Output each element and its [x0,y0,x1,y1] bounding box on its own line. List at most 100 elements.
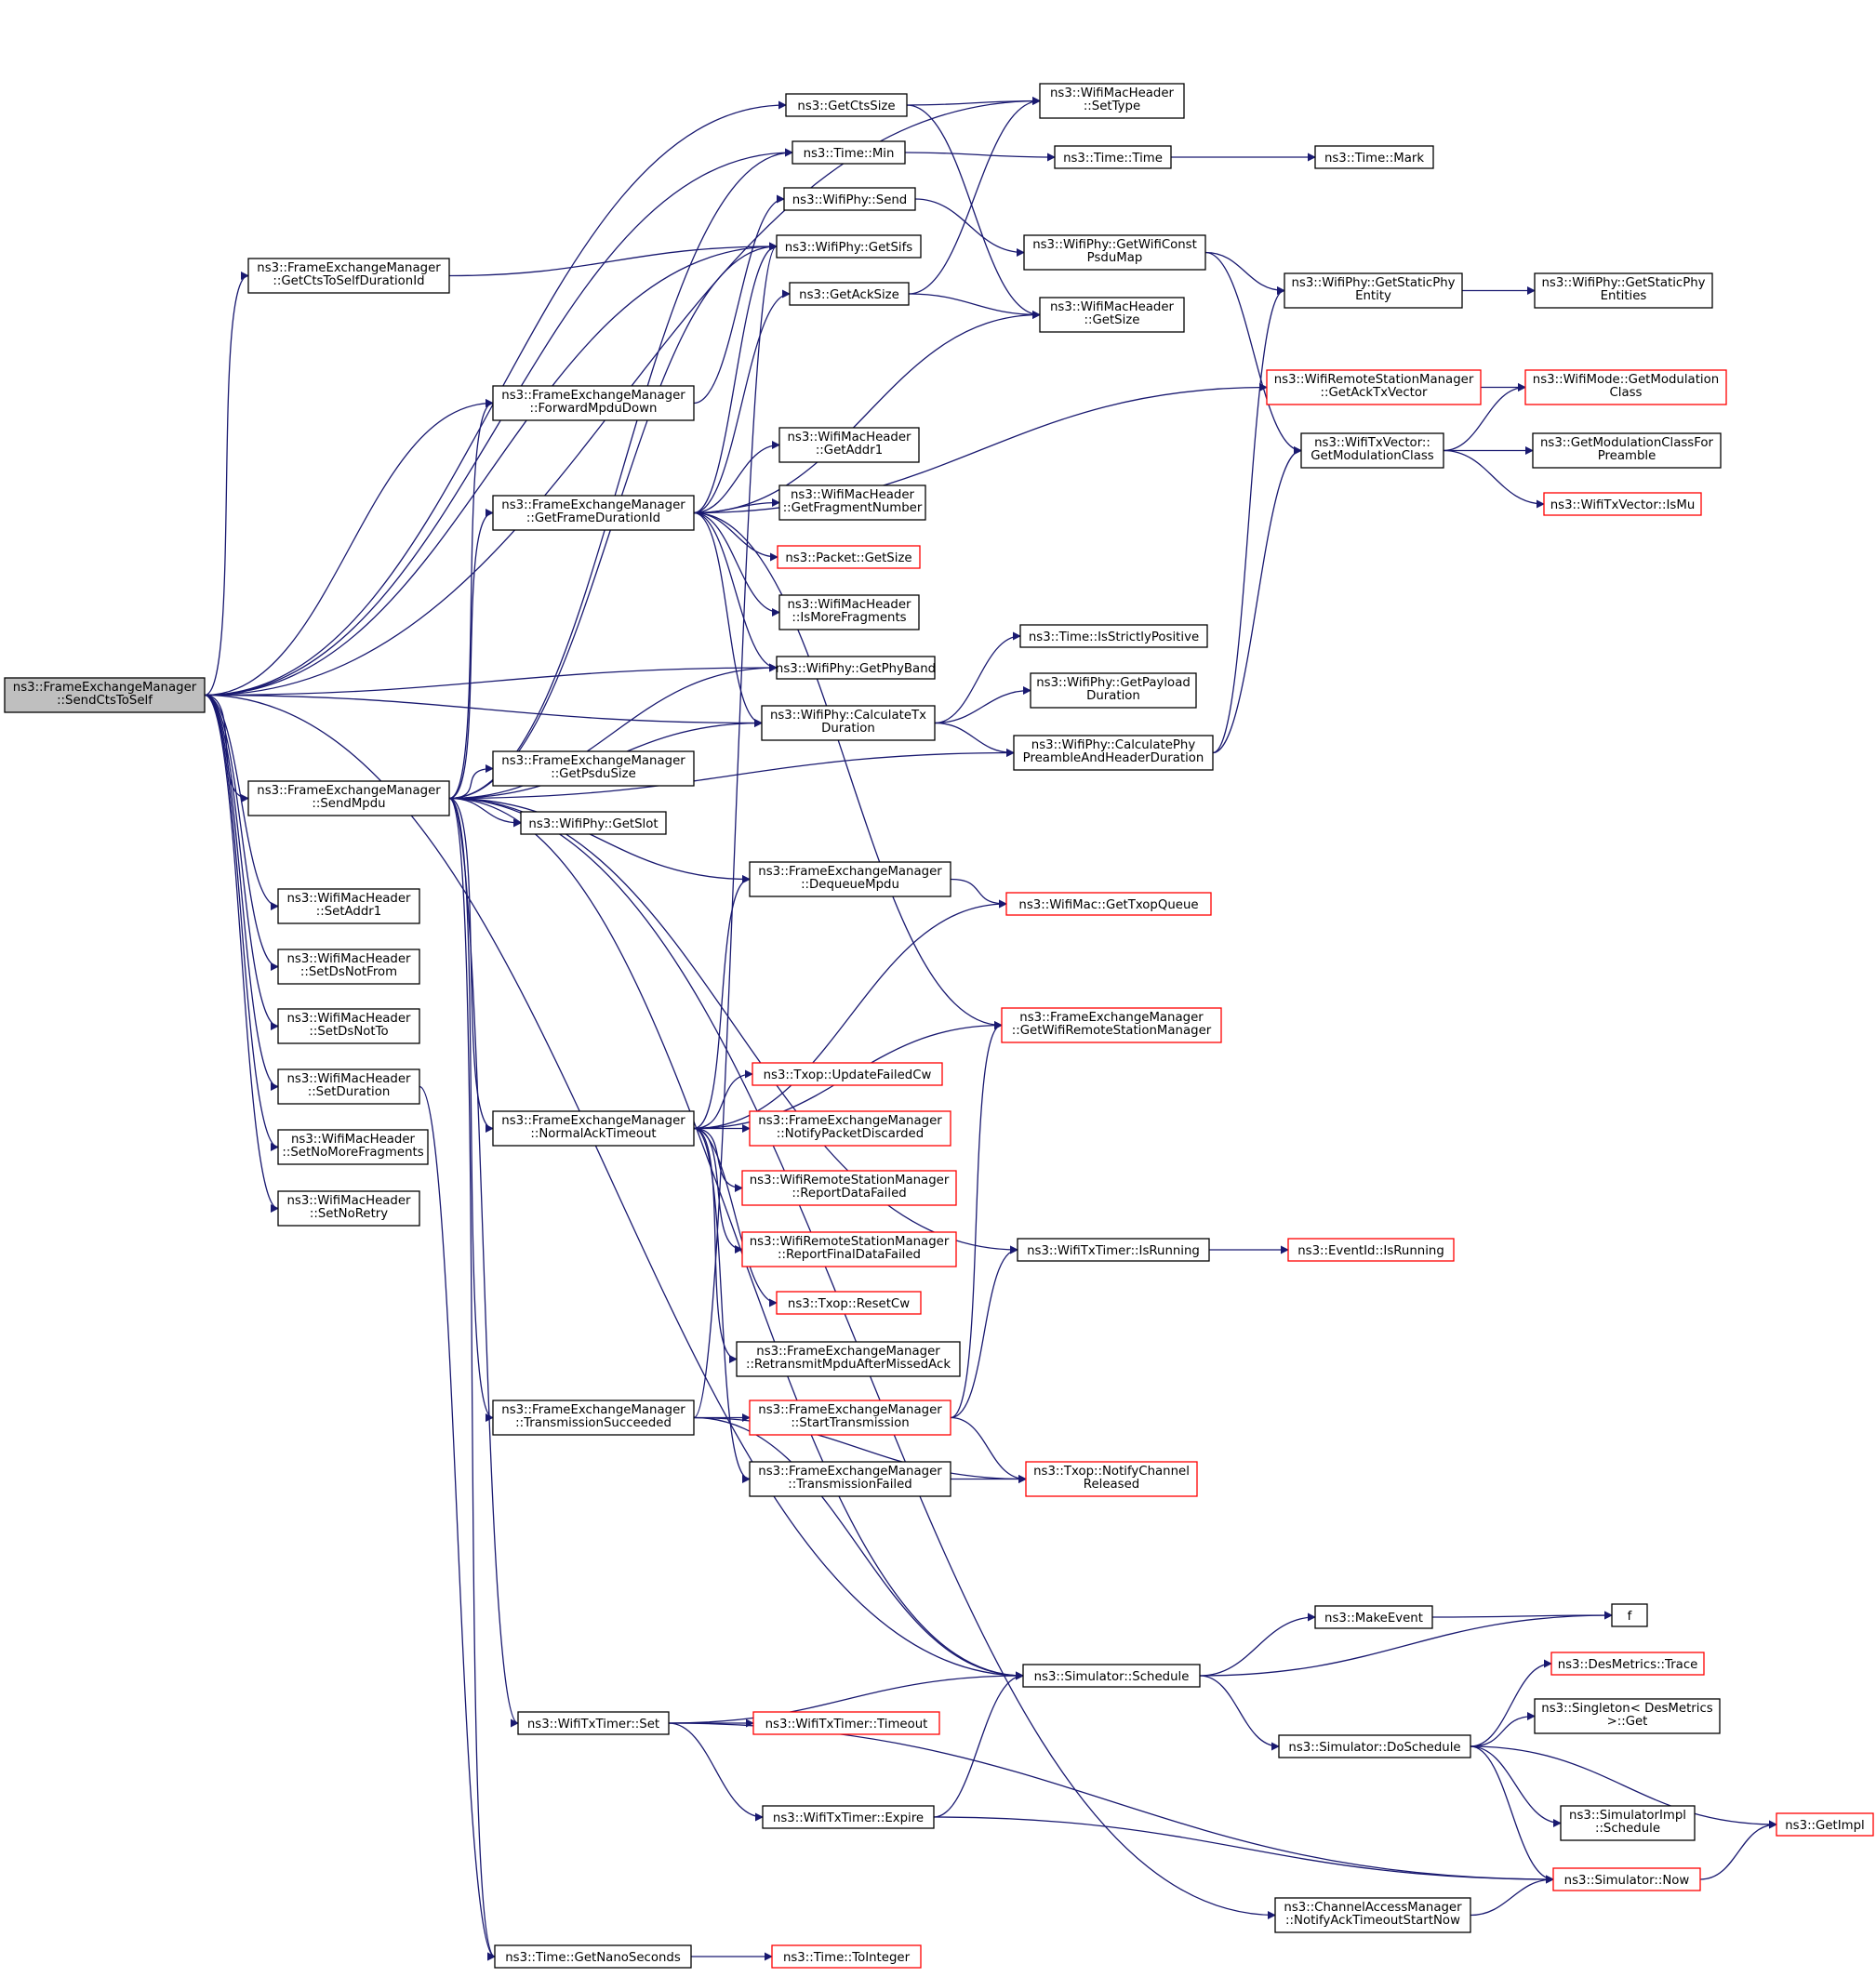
node-eventIsRunning[interactable]: ns3::EventId::IsRunning [1287,1238,1455,1262]
node-txTimerIsRunning[interactable]: ns3::WifiTxTimer::IsRunning [1017,1238,1210,1262]
node-root[interactable]: ns3::FrameExchangeManager::SendCtsToSelf [4,677,206,713]
node-label: ns3::Txop::ResetCw [788,1297,910,1311]
node-setAddr1[interactable]: ns3::WifiMacHeader::SetAddr1 [277,888,420,924]
node-label: Entity [1355,289,1391,303]
node-ctsToSelfDur[interactable]: ns3::FrameExchangeManager::GetCtsToSelfD… [247,258,450,294]
node-getCtsSize[interactable]: ns3::GetCtsSize [785,93,908,117]
node-macSetType[interactable]: ns3::WifiMacHeader::SetType [1039,83,1185,119]
edge-line [693,289,791,514]
edge-txSucceeded-to-notifyChanRel [693,1416,1027,1483]
node-normalAckTimeout[interactable]: ns3::FrameExchangeManager::NormalAckTime… [492,1110,695,1147]
node-timeMin[interactable]: ns3::Time::Min [792,140,906,165]
node-getImpl[interactable]: ns3::GetImpl [1776,1812,1874,1837]
node-simImplSched[interactable]: ns3::SimulatorImpl::Schedule [1560,1805,1696,1841]
node-box [1039,83,1185,119]
node-txvModClass[interactable]: ns3::WifiTxVector::GetModulationClass [1300,432,1444,469]
node-macGetSize[interactable]: ns3::WifiMacHeader::GetSize [1039,297,1185,333]
node-box [1532,432,1722,469]
node-isStrictPos[interactable]: ns3::Time::IsStrictlyPositive [1019,624,1208,648]
node-calcPhyPre[interactable]: ns3::WifiPhy::CalculatePhyPreambleAndHea… [1013,735,1214,771]
node-desTrace[interactable]: ns3::DesMetrics::Trace [1550,1652,1705,1676]
node-setDsNotFrom[interactable]: ns3::WifiMacHeader::SetDsNotFrom [277,949,420,985]
node-label: ::TransmissionSucceeded [515,1416,672,1430]
node-dequeueMpdu[interactable]: ns3::FrameExchangeManager::DequeueMpdu [749,861,951,897]
edge-line [693,311,1041,514]
node-retransmit[interactable]: ns3::FrameExchangeManager::RetransmitMpd… [736,1341,961,1377]
node-label: ns3::WifiMacHeader [1050,300,1175,314]
node-txSucceeded[interactable]: ns3::FrameExchangeManager::TransmissionS… [492,1400,695,1436]
node-makeEvent[interactable]: ns3::MakeEvent [1314,1605,1433,1629]
node-phyGetSifs[interactable]: ns3::WifiPhy::GetSifs [776,234,922,259]
node-setDuration[interactable]: ns3::WifiMacHeader::SetDuration [277,1068,420,1105]
edge-line [914,198,1025,257]
node-f[interactable]: f [1611,1603,1648,1627]
node-txTimerSet[interactable]: ns3::WifiTxTimer::Set [517,1711,670,1735]
node-label: ::StartTransmission [791,1416,909,1430]
node-getAckSize[interactable]: ns3::GetAckSize [789,282,910,306]
node-macGetAddr1[interactable]: ns3::WifiMacHeader::GetAddr1 [778,427,920,463]
node-ackTxVector[interactable]: ns3::WifiRemoteStationManager::GetAckTxV… [1266,369,1482,405]
node-notifyPktDisc[interactable]: ns3::FrameExchangeManager::NotifyPacketD… [749,1110,951,1147]
node-phySend[interactable]: ns3::WifiPhy::Send [783,187,916,211]
edge-line [950,878,1007,909]
node-label: PreambleAndHeaderDuration [1023,751,1204,765]
node-setDsNotTo[interactable]: ns3::WifiMacHeader::SetDsNotTo [277,1008,420,1044]
node-macFragNum[interactable]: ns3::WifiMacHeader::GetFragmentNumber [778,484,926,521]
node-phyGetSlot[interactable]: ns3::WifiPhy::GetSlot [520,811,667,835]
node-phyGetPhyBand[interactable]: ns3::WifiPhy::GetPhyBand [776,656,936,680]
node-label: Duration [821,722,875,736]
node-updFailedCw[interactable]: ns3::Txop::UpdateFailedCw [752,1062,943,1086]
node-box [792,140,906,165]
node-label: ns3::FrameExchangeManager [501,1114,685,1128]
node-txvIsMu[interactable]: ns3::WifiTxVector::IsMu [1543,492,1702,516]
node-reportDataFailed[interactable]: ns3::WifiRemoteStationManager::ReportDat… [741,1170,957,1206]
node-label: ns3::Time::ToInteger [783,1951,911,1965]
edge-line [204,694,1024,1680]
node-getNanoSec[interactable]: ns3::Time::GetNanoSeconds [494,1944,692,1969]
edge-line [448,509,494,800]
node-pktGetSize[interactable]: ns3::Packet::GetSize [777,545,921,569]
node-timeTime[interactable]: ns3::Time::Time [1054,145,1172,169]
node-macMoreFrag[interactable]: ns3::WifiMacHeader::IsMoreFragments [778,594,920,630]
node-toInteger[interactable]: ns3::Time::ToInteger [771,1944,922,1969]
edge-line [1470,1745,1562,1827]
edge-line [1443,383,1526,452]
node-reportFinalFailed[interactable]: ns3::WifiRemoteStationManager::ReportFin… [741,1231,957,1267]
node-setNoMoreFrag[interactable]: ns3::WifiMacHeader::SetNoMoreFragments [277,1129,429,1165]
edge-line [906,97,1041,106]
node-sendMpdu[interactable]: ns3::FrameExchangeManager::SendMpdu [247,780,450,816]
edge-txTimerExpire-to-simNow [933,1816,1554,1884]
edge-line [693,1127,738,1363]
node-simSchedule[interactable]: ns3::Simulator::Schedule [1022,1664,1201,1688]
edge-line [693,1416,1027,1483]
node-doSchedule[interactable]: ns3::Simulator::DoSchedule [1278,1734,1471,1758]
node-setNoRetry[interactable]: ns3::WifiMacHeader::SetNoRetry [277,1190,420,1227]
node-simNow[interactable]: ns3::Simulator::Now [1552,1867,1701,1891]
edge-line [204,399,494,697]
node-timeMark[interactable]: ns3::Time::Mark [1314,145,1434,169]
node-resetCw[interactable]: ns3::Txop::ResetCw [776,1291,922,1315]
node-singletonGet[interactable]: ns3::Singleton< DesMetrics>::Get [1534,1698,1721,1734]
node-notifyAckTo[interactable]: ns3::ChannelAccessManager::NotifyAckTime… [1274,1897,1471,1933]
node-txTimerTimeout[interactable]: ns3::WifiTxTimer::Timeout [752,1711,940,1735]
node-fwdMpduDown[interactable]: ns3::FrameExchangeManager::ForwardMpduDo… [492,385,695,421]
node-modeModClass[interactable]: ns3::WifiMode::GetModulationClass [1524,369,1727,405]
edge-psduMap-to-txvModClass [1204,251,1302,455]
node-box [1534,1698,1721,1734]
node-txTimerExpire[interactable]: ns3::WifiTxTimer::Expire [762,1805,935,1829]
node-txFailed[interactable]: ns3::FrameExchangeManager::TransmissionF… [749,1461,951,1497]
node-startTx[interactable]: ns3::FrameExchangeManager::StartTransmis… [749,1400,951,1436]
node-frameDurId[interactable]: ns3::FrameExchangeManager::GetFrameDurat… [492,495,695,531]
node-getTxopQueue[interactable]: ns3::WifiMac::GetTxopQueue [1005,892,1212,916]
node-getWrsm[interactable]: ns3::FrameExchangeManager::GetWifiRemote… [1001,1007,1222,1043]
node-box [761,705,936,741]
node-getPsduSize[interactable]: ns3::FrameExchangeManager::GetPsduSize [492,750,695,787]
node-label: ns3::WifiRemoteStationManager [750,1235,950,1249]
